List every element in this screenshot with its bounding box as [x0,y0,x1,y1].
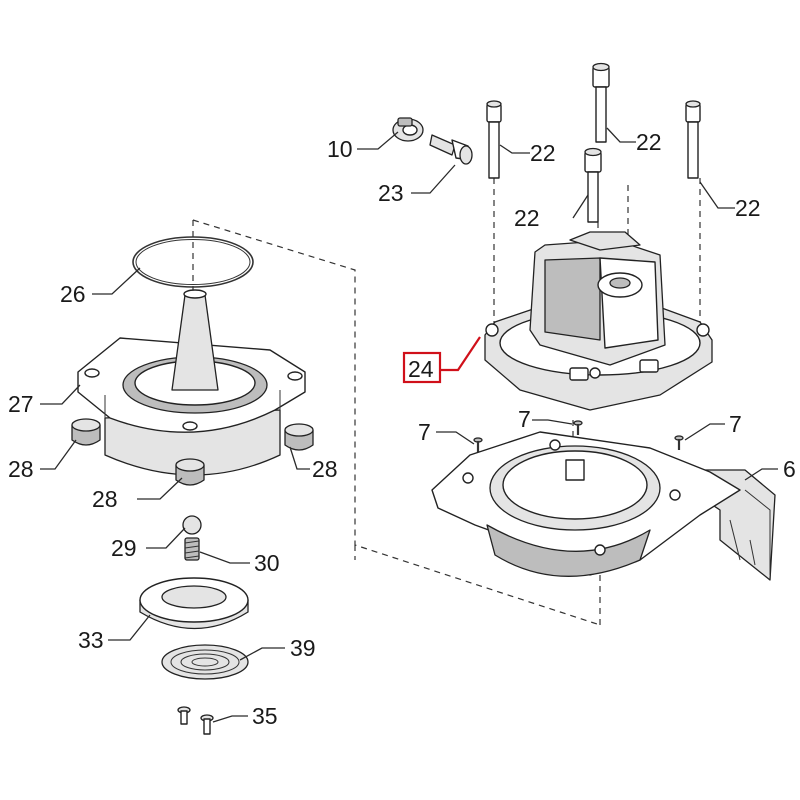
callout-28-b[interactable]: 28 [312,456,338,482]
part-hose-fitting[interactable] [429,134,473,165]
part-filter-disc[interactable] [161,644,249,680]
callout-labels: 10 23 22 22 22 22 26 27 28 28 28 29 30 3… [8,129,796,729]
callout-30[interactable]: 30 [254,550,280,576]
highlight-leader [440,336,481,372]
callout-24: 24 [408,356,434,382]
highlight-box [402,351,442,384]
callout-22-b[interactable]: 22 [636,129,662,155]
callout-7-b[interactable]: 7 [518,406,531,432]
callout-39[interactable]: 39 [290,635,316,661]
part-housing[interactable] [77,289,306,476]
callout-28-c[interactable]: 28 [92,486,118,512]
callout-27[interactable]: 27 [8,391,34,417]
callout-22-d[interactable]: 22 [514,205,540,231]
callout-7-c[interactable]: 7 [729,411,742,437]
part-o-ring[interactable] [132,236,254,288]
part-bolt-3[interactable] [685,100,701,179]
callout-35[interactable]: 35 [252,703,278,729]
part-spring[interactable] [184,537,200,561]
callout-23[interactable]: 23 [378,180,404,206]
part-rubber-foot-center[interactable] [175,458,205,486]
part-screws-small[interactable] [177,706,214,735]
callout-28-a[interactable]: 28 [8,456,34,482]
part-hose-clamp[interactable] [392,117,424,142]
callout-10[interactable]: 10 [327,136,353,162]
part-rubber-foot-left[interactable] [71,418,101,446]
callout-26[interactable]: 26 [60,281,86,307]
part-retaining-ring[interactable] [139,577,249,630]
part-bolt-1[interactable] [486,100,502,179]
callout-22-a[interactable]: 22 [530,140,556,166]
leader-lines [40,127,778,723]
part-bolt-2[interactable] [592,62,610,143]
callout-6[interactable]: 6 [783,456,796,482]
part-motor[interactable] [484,231,713,411]
callout-7-a[interactable]: 7 [418,419,431,445]
callout-24-highlight[interactable]: 24 [402,336,481,384]
callout-29[interactable]: 29 [111,535,137,561]
callout-22-c[interactable]: 22 [735,195,761,221]
part-ball[interactable] [182,515,202,535]
part-bolt-4[interactable] [584,147,602,223]
part-base-bracket[interactable] [431,431,776,581]
callout-33[interactable]: 33 [78,627,104,653]
part-rubber-foot-right[interactable] [284,423,314,451]
